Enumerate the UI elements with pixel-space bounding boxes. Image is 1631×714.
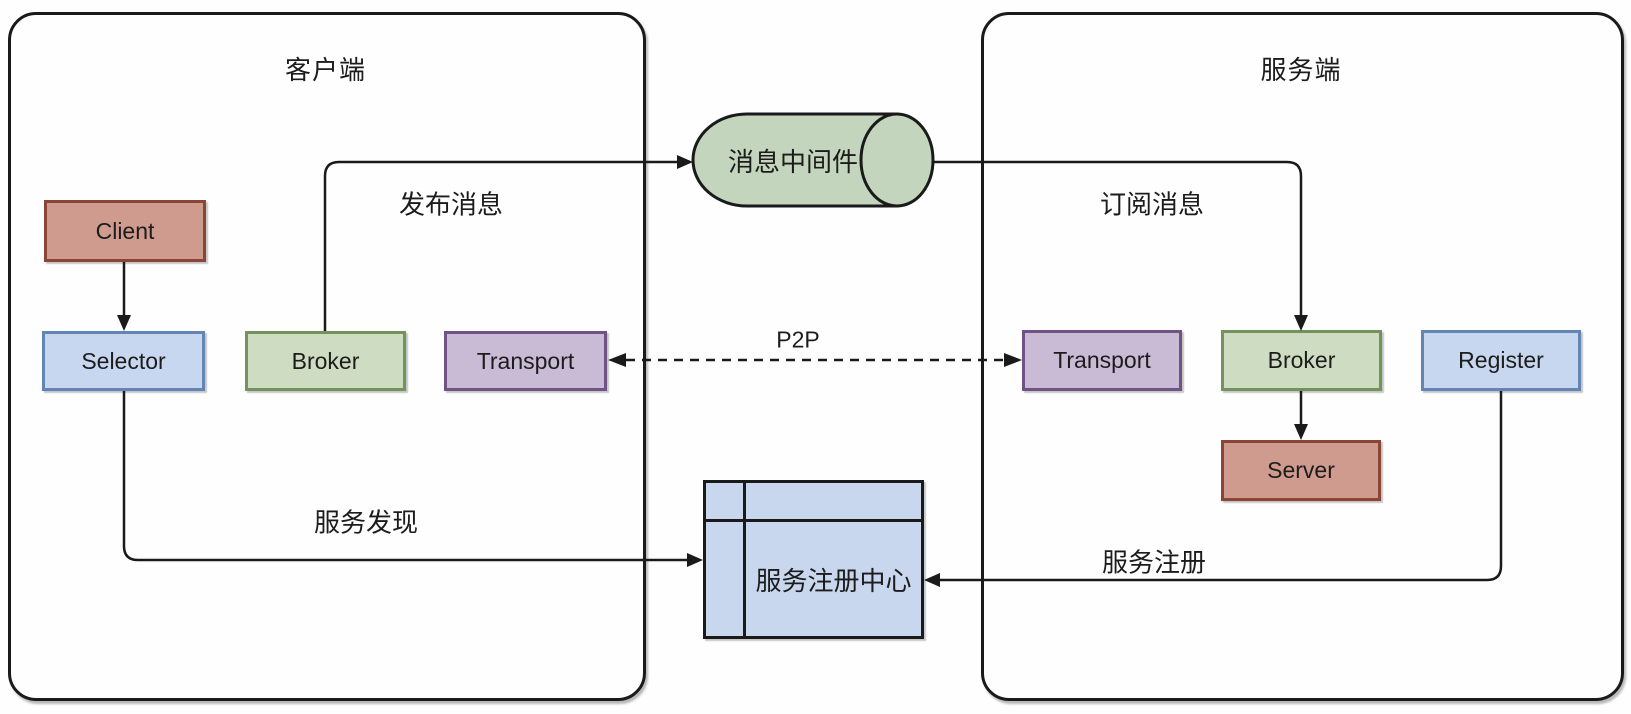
p2p-label: P2P xyxy=(776,326,820,353)
edge-p2p-transport-link xyxy=(608,353,1022,367)
registry-vertical-divider xyxy=(743,483,746,636)
server-side-container xyxy=(981,12,1624,701)
registry-label: 服务注册中心 xyxy=(755,565,912,596)
publish-message-label: 发布消息 xyxy=(398,189,504,220)
server-container-title: 服务端 xyxy=(1260,55,1342,85)
client-side-container xyxy=(8,12,646,701)
client-node: Client xyxy=(44,200,206,262)
subscribe-message-label: 订阅消息 xyxy=(1099,189,1205,220)
broker-node-server-side: Broker xyxy=(1221,330,1382,391)
transport-node-server-side: Transport xyxy=(1022,330,1182,391)
service-discovery-label: 服务发现 xyxy=(313,507,419,538)
client-container-title: 客户端 xyxy=(284,55,366,85)
service-registration-label: 服务注册 xyxy=(1101,547,1207,578)
middleware-label: 消息中间件 xyxy=(727,146,858,177)
transport-node-client-side: Transport xyxy=(444,331,607,391)
registry-horizontal-divider xyxy=(706,519,921,522)
server-node: Server xyxy=(1221,440,1381,501)
service-registry-node: 服务注册中心 xyxy=(703,480,924,639)
register-node: Register xyxy=(1421,330,1581,391)
selector-node: Selector xyxy=(42,331,205,391)
broker-node-client-side: Broker xyxy=(245,331,406,391)
